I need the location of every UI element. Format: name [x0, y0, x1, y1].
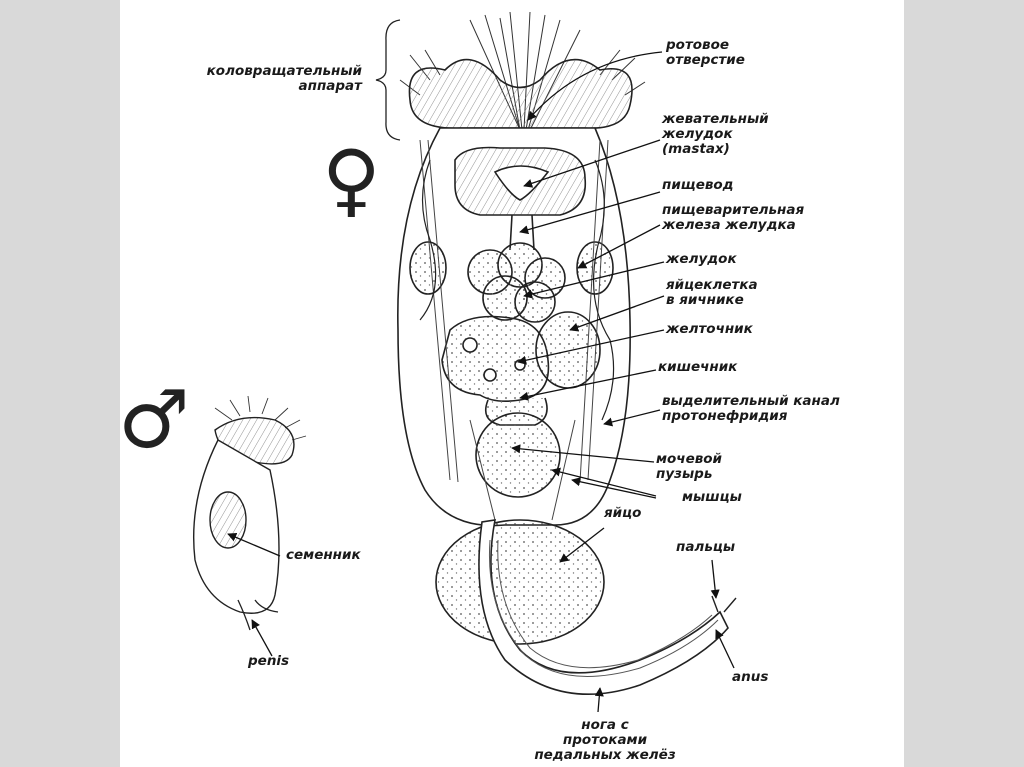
label-egg: яйцо [604, 505, 642, 521]
protonephridium-left [419, 159, 437, 321]
muscles [419, 139, 609, 521]
label-muscles: мышцы [682, 489, 742, 505]
esophagus [509, 214, 535, 251]
corona-brace [375, 19, 401, 141]
egg [435, 519, 605, 645]
male-cilia [214, 395, 307, 441]
digestive-gland-left [409, 241, 447, 295]
stomach [467, 242, 566, 323]
label-esophagus: пищевод [662, 177, 734, 193]
female-symbol: ♀ [322, 133, 381, 226]
label-anus: anus [732, 669, 769, 685]
label-vitellarium: желточник [666, 321, 753, 337]
label-toes: пальцы [676, 539, 736, 555]
bladder [475, 412, 561, 498]
label-penis: penis [248, 653, 290, 669]
label-stomach: желудок [666, 251, 737, 267]
label-testis: семенник [286, 547, 361, 563]
male-penis [237, 599, 279, 631]
ovary-egg-cell [535, 311, 601, 389]
digestive-gland-right [576, 241, 614, 295]
leader-lines [227, 51, 735, 713]
male-symbol: ♂ [118, 373, 190, 466]
toes [711, 595, 737, 613]
foot [478, 519, 729, 695]
corona [408, 58, 633, 129]
male-body [192, 395, 307, 631]
label-intestine: кишечник [658, 359, 738, 375]
